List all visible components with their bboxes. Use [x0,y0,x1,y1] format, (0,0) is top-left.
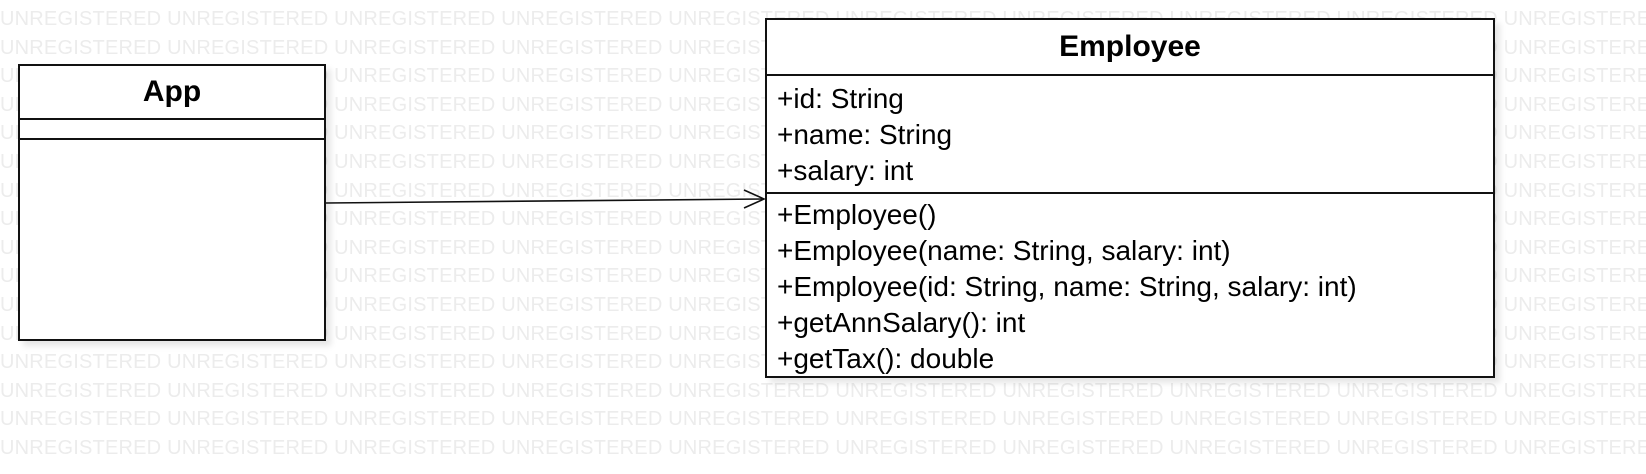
employee-attributes-compartment: +id: String +name: String +salary: int [767,76,1493,194]
association-line[interactable] [325,198,765,204]
employee-attribute-name: +name: String [777,119,953,150]
employee-class-box[interactable]: Employee +id: String +name: String +sala… [765,18,1495,378]
employee-attribute-id: +id: String [777,83,904,114]
employee-operation-get-tax: +getTax(): double [777,343,995,374]
employee-operation-constructor-name-salary: +Employee(name: String, salary: int) [777,235,1231,266]
employee-attribute-salary: +salary: int [777,155,914,186]
app-attributes-compartment [20,120,324,140]
employee-operation-default-constructor: +Employee() [777,199,937,230]
employee-operation-get-ann-salary: +getAnnSalary(): int [777,307,1026,338]
association-arrowhead-icon [743,189,766,209]
employee-operation-constructor-full: +Employee(id: String, name: String, sala… [777,271,1357,302]
app-class-name: App [20,66,324,120]
employee-class-name: Employee [767,20,1493,76]
employee-operations-compartment: +Employee() +Employee(name: String, sala… [767,194,1493,377]
app-class-box[interactable]: App [18,64,326,341]
